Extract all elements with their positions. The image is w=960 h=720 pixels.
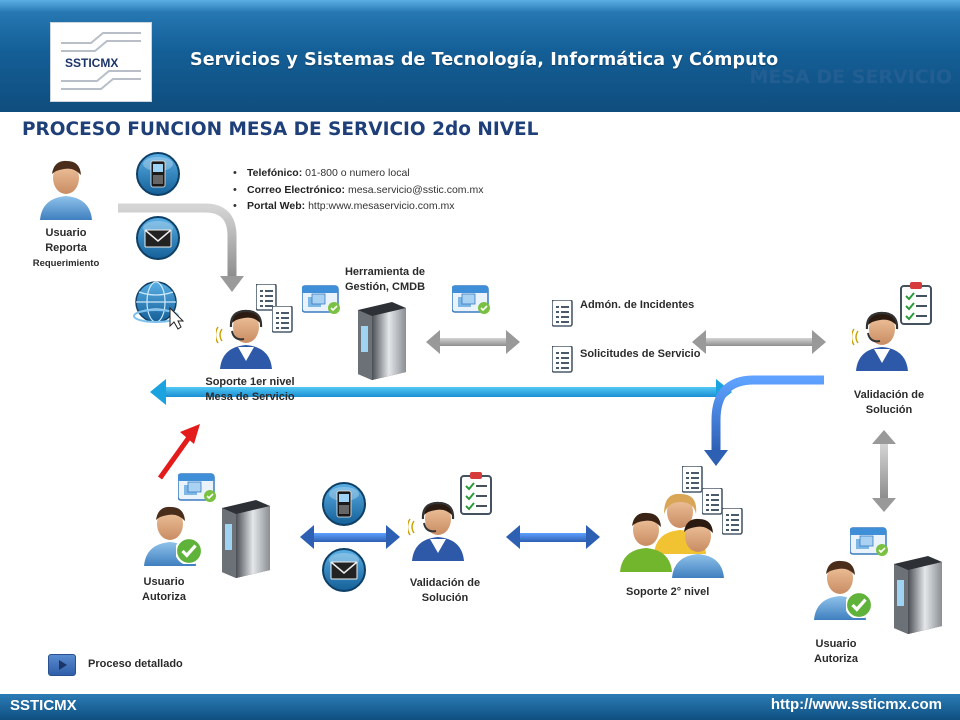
check-icon — [846, 592, 872, 618]
contact-email: Correo Electrónico: mesa.servicio@sstic.… — [233, 184, 483, 201]
validation-agent-icon — [408, 500, 466, 563]
mail-icon — [136, 216, 180, 260]
contact-list: Telefónico: 01-800 o numero local Correo… — [233, 167, 483, 217]
arrow-head-user-to-support — [220, 276, 244, 292]
support-agent-icon — [216, 308, 274, 371]
server-icon — [358, 302, 406, 380]
contact-phone: Telefónico: 01-800 o numero local — [233, 167, 483, 184]
arrow-validation-to-level2-bottom — [506, 525, 600, 549]
company-logo: SSTICMX — [50, 22, 152, 102]
footer-url-link[interactable]: http://www.ssticmx.com — [770, 696, 942, 713]
footer-bar — [0, 694, 960, 720]
app-window-icon — [178, 473, 217, 503]
phone-icon — [136, 152, 180, 196]
arrow-user-to-support — [118, 203, 237, 276]
section-tag: MESA DE SERVICIO — [749, 66, 953, 88]
service-requests-label: Solicitudes de Servicio — [580, 348, 701, 360]
company-name: Servicios y Sistemas de Tecnología, Info… — [190, 50, 779, 70]
header-gloss — [0, 0, 960, 12]
arrow-head-validation-to-level2 — [704, 450, 728, 466]
document-icon — [682, 466, 703, 493]
mail-icon — [322, 548, 366, 592]
arrow-tool-to-incidents — [426, 330, 520, 354]
document-icon — [272, 306, 293, 333]
app-window-icon — [452, 285, 491, 315]
contact-portal: Portal Web: http:www.mesaservicio.com.mx — [233, 200, 483, 217]
server-icon — [894, 556, 942, 634]
user-icon — [40, 160, 92, 220]
support-team-icon — [620, 493, 724, 578]
user-reports-label: Usuario Reporta Requerimiento — [32, 227, 100, 269]
support-level2-label: Soporte 2° nivel — [626, 586, 710, 598]
arrow-authorize-to-validation — [300, 525, 400, 549]
document-icon — [552, 300, 573, 327]
page-title: PROCESO FUNCION MESA DE SERVICIO 2do NIV… — [22, 119, 539, 140]
arrow-validation-to-level2 — [711, 375, 824, 452]
play-icon — [59, 660, 67, 670]
app-window-icon — [302, 285, 341, 315]
server-icon — [222, 500, 270, 578]
app-window-icon — [850, 527, 889, 557]
logo-text: SSTICMX — [65, 56, 118, 70]
document-icon — [552, 346, 573, 373]
detailed-process-label: Proceso detallado — [88, 658, 183, 670]
header-banner — [0, 0, 960, 112]
incident-management-label: Admón. de Incidentes — [580, 299, 695, 311]
web-globe-icon — [133, 281, 185, 330]
detailed-process-button[interactable] — [48, 654, 76, 676]
logo-circuit-icon: SSTICMX — [61, 32, 141, 90]
validation-agent-icon — [852, 310, 910, 373]
footer-brand: SSTICMX — [10, 697, 77, 714]
arrow-validation-to-authorize — [872, 430, 896, 512]
phone-icon — [322, 482, 366, 526]
check-icon — [176, 538, 202, 564]
arrow-red-authorize-up — [157, 424, 200, 480]
arrow-incidents-to-validation — [692, 330, 826, 354]
